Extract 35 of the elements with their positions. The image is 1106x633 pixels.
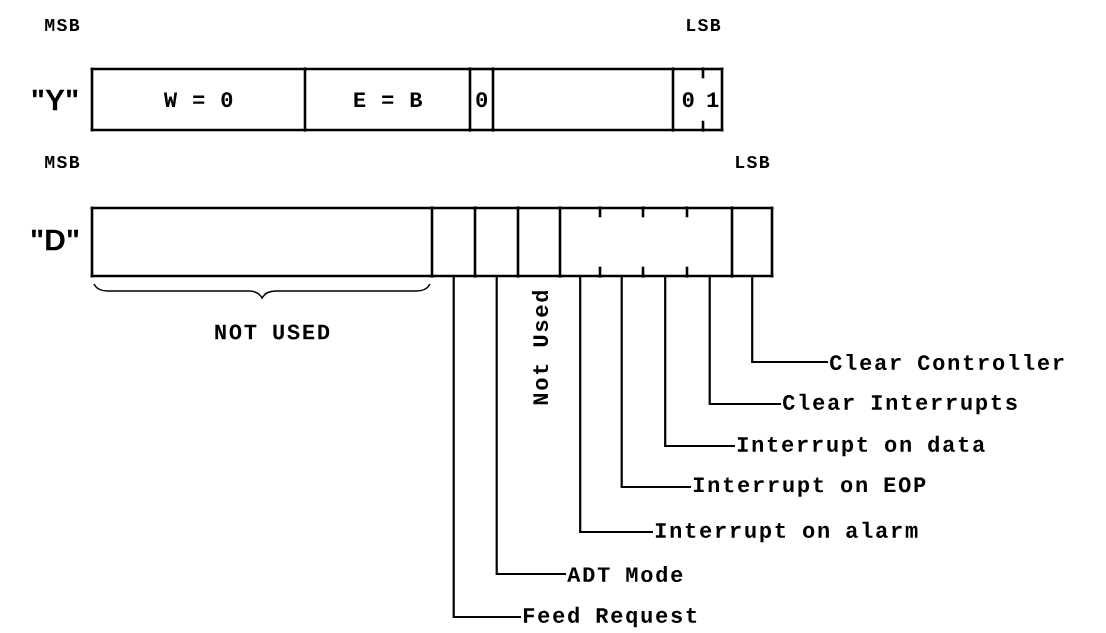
bit-cell: 1 [701, 67, 724, 132]
bit-cell [558, 206, 602, 278]
field-cell: E = B [303, 67, 472, 132]
bit-label: Clear Controller [830, 353, 1064, 371]
leader-line [579, 276, 653, 534]
bit-label: Interrupt on EOP [693, 477, 926, 497]
bit-cell [516, 206, 562, 278]
bit-label: Interrupt on data [737, 435, 985, 457]
leader-line [452, 276, 521, 619]
note-text: Not Used [531, 291, 549, 405]
bit-order-label: LSB [687, 18, 721, 32]
leader-line [620, 276, 691, 489]
field-cell [90, 206, 434, 278]
bit-label: Clear Interrupts [783, 393, 1017, 415]
bit-cell: 0 [468, 67, 495, 132]
bit-order-label: MSB [45, 155, 80, 169]
bit-order-label: LSB [736, 155, 770, 169]
field-cell: W = 0 [90, 67, 307, 132]
bit-label: Feed Request [524, 606, 697, 628]
bit-order-label: MSB [45, 18, 80, 32]
bit-label: Interrupt on alarm [655, 521, 918, 543]
leader-line [495, 276, 566, 576]
bit-cell [685, 206, 734, 278]
bit-cell [430, 206, 477, 278]
bit-cell [598, 206, 645, 278]
field-cell [491, 67, 675, 132]
bit-cell [730, 206, 774, 278]
bit-label: ADT Mode [567, 565, 683, 583]
bit-cell [473, 206, 520, 278]
leader-line [708, 276, 781, 406]
bit-cell [641, 206, 689, 278]
leader-line [664, 276, 735, 448]
bit-cell: 0 [671, 67, 705, 132]
leader-line [751, 276, 828, 364]
note-text: NOT USED [215, 324, 330, 340]
